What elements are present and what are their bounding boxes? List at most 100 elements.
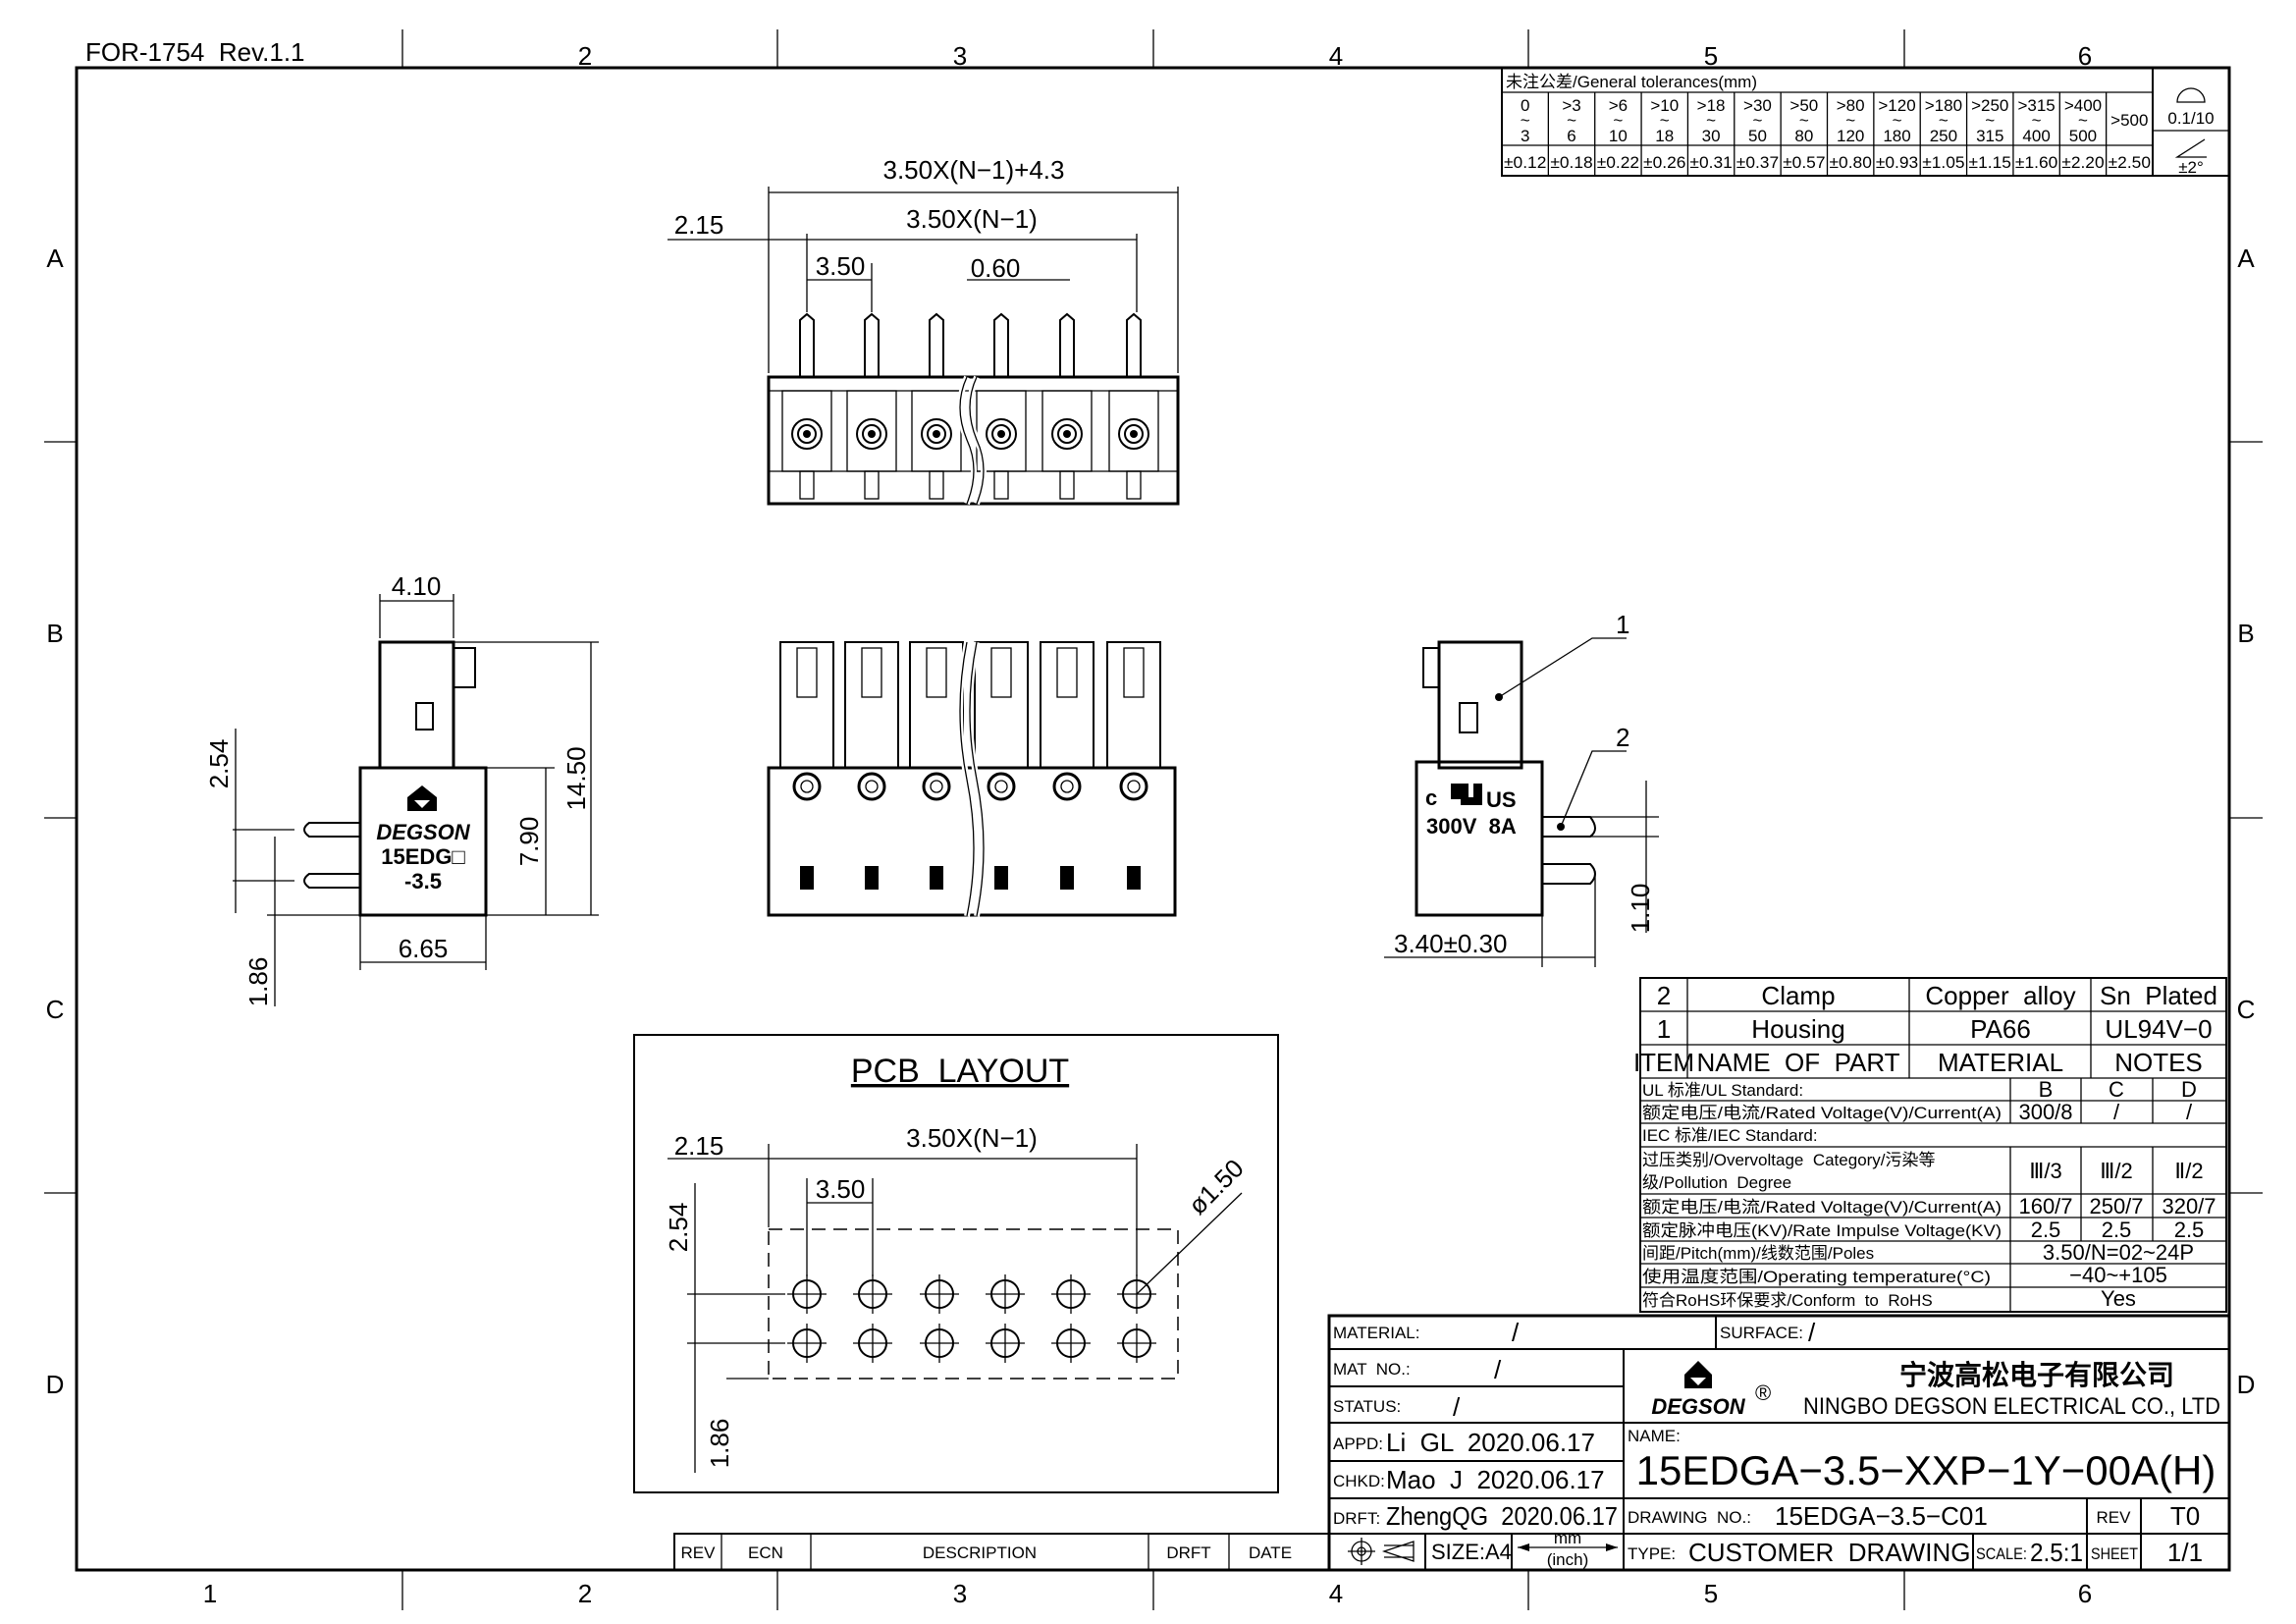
front-view — [767, 641, 1177, 917]
tolerance-range-low: >250 — [1971, 96, 2008, 115]
tolerance-value: ±0.22 — [1597, 153, 1639, 172]
plug-pole — [1106, 641, 1161, 890]
dim-top-width: 4.10 — [392, 571, 442, 601]
tolerance-range-low: >80 — [1837, 96, 1865, 115]
overvoltage-label-2: 级/Pollution Degree — [1642, 1173, 1791, 1192]
tolerance-title: 未注公差/General tolerances(mm) — [1506, 73, 1757, 91]
zone-col-3-top: 3 — [953, 41, 967, 71]
top-view-dimensions: 3.50X(N−1)+4.3 3.50X(N−1) 2.15 3.50 0.60 — [667, 155, 1179, 373]
tolerance-range-low: >3 — [1562, 96, 1580, 115]
pcb-hole — [853, 1274, 892, 1314]
zone-col-5-bottom: 5 — [1704, 1579, 1718, 1608]
terminal-pin — [846, 312, 897, 500]
plug-pole — [844, 641, 899, 890]
tolerance-value: ±2.20 — [2061, 153, 2104, 172]
ul-rated-b: 300/8 — [2018, 1100, 2072, 1124]
temp-value: −40~+105 — [2069, 1263, 2167, 1287]
rev-header: REV — [681, 1543, 717, 1562]
overvoltage-label-1: 过压类别/Overvoltage Category/污染等 — [1642, 1151, 1936, 1169]
col-c: C — [2109, 1077, 2124, 1102]
dim-pin-protrusion: 3.40±0.30 — [1394, 929, 1507, 958]
zone-col-3-bottom: 3 — [953, 1579, 967, 1608]
rohs-label: 符合RoHS环保要求/Conform to RoHS — [1642, 1291, 1933, 1310]
pcb-hole — [920, 1274, 959, 1314]
temp-label: 使用温度范围/Operating temperature(°C) — [1642, 1267, 1991, 1286]
dim-pin-spacing: 2.54 — [204, 739, 234, 789]
drft-header: DRFT — [1166, 1543, 1210, 1562]
terminal-pin — [781, 312, 832, 500]
tolerance-range-high: 500 — [2069, 127, 2097, 145]
date-header: DATE — [1249, 1543, 1292, 1562]
pcb-layout-panel: PCB LAYOUT 2.15 3.50X(N−1) 3.50 2.54 1.8… — [633, 1034, 1279, 1493]
tolerance-range-tilde: ~ — [1521, 111, 1530, 130]
header-name: NAME OF PART — [1696, 1048, 1899, 1077]
revision-table: REV ECN DESCRIPTION DRFT DATE — [673, 1533, 1330, 1571]
zone-col-6-top: 6 — [2078, 41, 2092, 71]
arc-tolerance: 0.1/10 — [2167, 109, 2214, 128]
zone-row-d-left: D — [46, 1370, 65, 1399]
tolerance-value: ±2.50 — [2109, 153, 2151, 172]
tolerance-value: ±0.12 — [1504, 153, 1546, 172]
pcb-dim-pin-offset: 1.86 — [705, 1419, 734, 1469]
iec-rated-b: 160/7 — [2018, 1194, 2072, 1218]
ul-c-mark: c — [1425, 785, 1437, 810]
col-d: D — [2181, 1077, 2197, 1102]
unit-mm: mm — [1554, 1529, 1581, 1547]
zone-row-c-left: C — [46, 995, 65, 1024]
degson-company-logo-icon: DEGSON ® — [1651, 1361, 1771, 1419]
pcb-hole — [1051, 1324, 1091, 1363]
impulse-label: 额定脉冲电压(KV)/Rate Impulse Voltage(KV) — [1642, 1221, 2002, 1240]
name-label: NAME: — [1628, 1427, 1681, 1445]
ecn-header: ECN — [748, 1543, 783, 1562]
header-item: ITEM — [1633, 1048, 1694, 1077]
impulse-b: 2.5 — [2031, 1218, 2061, 1242]
ul-logo-icon — [1451, 784, 1482, 805]
registered-mark: ® — [1755, 1380, 1771, 1405]
zone-col-2-bottom: 2 — [578, 1579, 592, 1608]
tolerance-value: ±1.15 — [1969, 153, 2011, 172]
zone-row-a-right: A — [2237, 244, 2255, 273]
pcb-dim-pitch-span: 3.50X(N−1) — [906, 1123, 1038, 1153]
mat-no-label: MAT NO.: — [1333, 1360, 1411, 1379]
part-1-material: PA66 — [1970, 1014, 2031, 1044]
approved-by: Li GL 2020.06.17 — [1386, 1428, 1595, 1457]
drawing-name: 15EDGA−3.5−XXP−1Y−00A(H) — [1636, 1447, 2216, 1493]
mat-no-value: / — [1494, 1355, 1502, 1384]
plug-pole — [779, 641, 834, 890]
tolerance-range-high: 10 — [1609, 127, 1628, 145]
sheet-label: SHEET — [2091, 1544, 2138, 1563]
rohs-value: Yes — [2101, 1286, 2136, 1311]
angle-tolerance: ±2° — [2178, 158, 2204, 177]
tolerance-range-tilde: ~ — [1845, 111, 1855, 130]
dim-height-body: 7.90 — [514, 817, 544, 867]
left-side-view: DEGSON 15EDG□ -3.5 — [303, 640, 488, 917]
description-header: DESCRIPTION — [923, 1543, 1037, 1562]
dim-height-total: 14.50 — [561, 746, 591, 810]
dim-pin-width: 0.60 — [971, 253, 1021, 283]
status-value: / — [1453, 1392, 1461, 1422]
iec-standard-label: IEC 标准/IEC Standard: — [1642, 1126, 1818, 1145]
tolerance-value: ±0.80 — [1830, 153, 1872, 172]
right-side-view: 1 2 c US 300V 8A — [1415, 610, 1629, 917]
tolerance-value: ±0.31 — [1689, 153, 1732, 172]
pcb-hole — [1117, 1324, 1156, 1363]
pcb-dim-hole-diameter: ø1.50 — [1183, 1154, 1250, 1220]
impulse-d: 2.5 — [2174, 1218, 2205, 1242]
tolerance-value: ±0.26 — [1643, 153, 1685, 172]
zone-row-d-right: D — [2237, 1370, 2256, 1399]
pcb-hole — [986, 1324, 1025, 1363]
zone-row-b-right: B — [2237, 619, 2254, 648]
tolerance-range-high: 315 — [1976, 127, 2003, 145]
tolerance-range-tilde: ~ — [1985, 111, 1995, 130]
zone-col-2-top: 2 — [578, 41, 592, 71]
drawing-number: 15EDGA−3.5−C01 — [1775, 1501, 1988, 1531]
dim-offset: 2.15 — [674, 210, 724, 240]
part-2-item: 2 — [1657, 981, 1671, 1010]
dim-base-width: 6.65 — [399, 934, 449, 963]
tolerance-value: ±0.37 — [1736, 153, 1779, 172]
rev-label: REV — [2097, 1508, 2132, 1527]
tolerance-range-low: >18 — [1697, 96, 1726, 115]
terminal-pin — [911, 312, 962, 500]
header-notes: NOTES — [2114, 1048, 2203, 1077]
impulse-c: 2.5 — [2102, 1218, 2132, 1242]
